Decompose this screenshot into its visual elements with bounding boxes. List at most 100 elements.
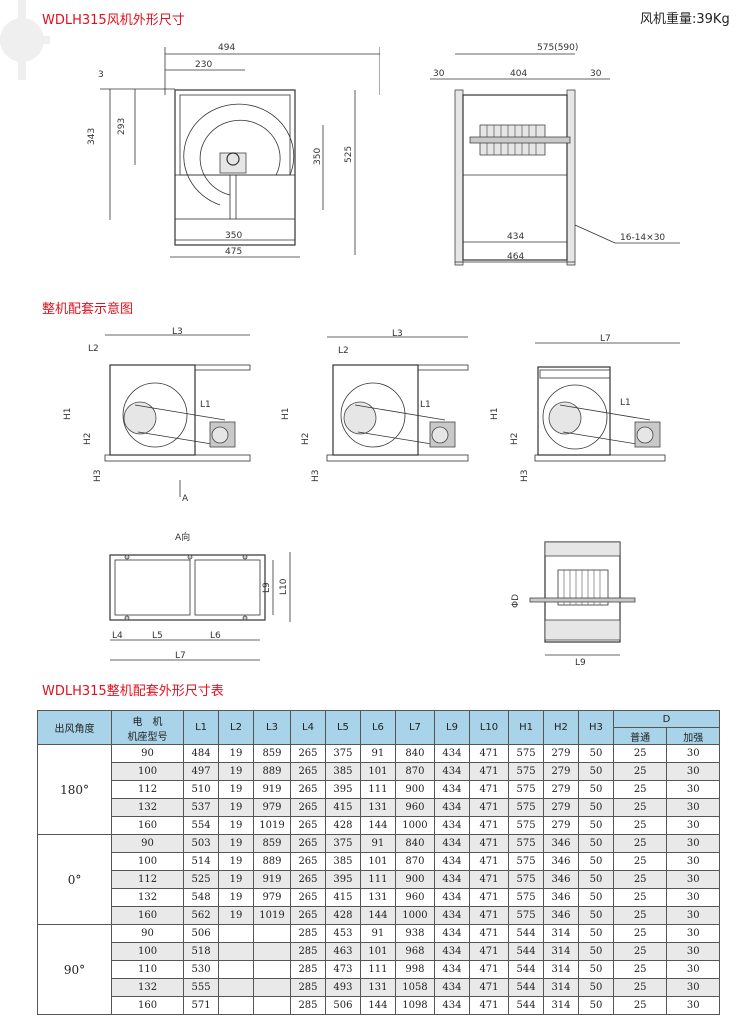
table-cell [218,924,254,943]
table-title: WDLH315整机配套外形尺寸表 [42,684,224,699]
dim-side-30r: 30 [590,69,602,79]
table-cell: 889 [252,762,292,781]
table-cell: 415 [324,798,361,817]
table-cell: 265 [290,798,326,817]
table-cell: 385 [324,762,361,781]
table-cell: 434 [433,816,470,835]
table-cell: 434 [433,996,470,1015]
table-cell: 471 [468,780,510,799]
table-cell: 571 [183,996,220,1015]
table-cell: 544 [508,978,544,997]
svg-text:L7: L7 [600,334,611,344]
table-cell: 385 [324,852,361,871]
table-cell: 100 [111,852,185,871]
table-cell: 968 [394,942,435,961]
table-cell: 434 [433,942,470,961]
table-cell: 1019 [252,816,292,835]
table-cell: 30 [666,906,720,925]
table-cell: 30 [666,798,720,817]
table-cell: 575 [508,852,544,871]
assembly-title: 整机配套示意图 [42,302,134,317]
table-cell: 111 [359,960,396,979]
table-cell: 434 [433,852,470,871]
table-cell: 979 [252,888,292,907]
table-cell: 50 [577,816,614,835]
table-cell: 938 [394,924,435,943]
th-angle: 出风角度 [36,710,113,745]
table-cell: 471 [468,960,510,979]
table-cell: 375 [324,744,361,763]
table-cell: 575 [508,834,544,853]
table-cell: 131 [359,798,396,817]
svg-text:L1: L1 [200,400,211,410]
svg-text:L5: L5 [152,631,163,641]
svg-text:L4: L4 [112,631,123,641]
table-cell [252,942,292,961]
table-cell: 25 [612,870,668,889]
table-cell [252,960,292,979]
svg-text:L1: L1 [620,398,631,408]
table-cell: 375 [324,834,361,853]
table-cell: 50 [577,960,614,979]
table-cell: 434 [433,744,470,763]
table-cell: 544 [508,924,544,943]
table-cell: 471 [468,798,510,817]
table-cell: 25 [612,996,668,1015]
dim-side-434: 434 [507,232,524,242]
table-cell: 50 [577,906,614,925]
svg-text:L7: L7 [175,651,186,661]
svg-text:L3: L3 [172,327,183,337]
table-cell: 132 [111,978,185,997]
table-cell: 50 [577,762,614,781]
table-cell [218,996,254,1015]
table-cell: 537 [183,798,220,817]
table-cell: 960 [394,798,435,817]
table-cell: 91 [359,744,396,763]
table-cell: 25 [612,834,668,853]
table-cell: 1019 [252,906,292,925]
table-cell: 265 [290,780,326,799]
table-cell: 395 [324,780,361,799]
table-cell: 25 [612,762,668,781]
table-cell: 19 [218,834,254,853]
table-cell [218,942,254,961]
table-cell: 50 [577,834,614,853]
table-cell: 111 [359,870,396,889]
table-cell: 25 [612,798,668,817]
table-cell: 265 [290,816,326,835]
table-cell: 497 [183,762,220,781]
table-cell: 453 [324,924,361,943]
table-cell: 285 [290,996,326,1015]
table-cell: 415 [324,888,361,907]
table-cell: 434 [433,780,470,799]
table-cell: 160 [111,816,185,835]
table-cell: 101 [359,942,396,961]
table-cell: 575 [508,744,544,763]
table-cell: 111 [359,780,396,799]
table-cell: 506 [183,924,220,943]
table-cell: 19 [218,780,254,799]
table-cell: 265 [290,744,326,763]
table-cell: 346 [543,834,579,853]
dim-front-475: 475 [225,247,242,257]
table-cell: 50 [577,780,614,799]
table-cell: 30 [666,888,720,907]
table-cell: 889 [252,852,292,871]
svg-text:L6: L6 [210,631,221,641]
table-cell: 346 [543,906,579,925]
svg-text:H3: H3 [93,470,103,483]
table-cell: 30 [666,942,720,961]
dim-front-494: 494 [218,43,235,53]
table-cell: 434 [433,978,470,997]
table-cell: 30 [666,924,720,943]
table-cell: 50 [577,744,614,763]
table-cell: 1000 [394,816,435,835]
table-cell: 346 [543,870,579,889]
table-cell: 30 [666,816,720,835]
svg-text:L9: L9 [262,582,272,593]
table-cell: 25 [612,924,668,943]
table-cell: 859 [252,834,292,853]
